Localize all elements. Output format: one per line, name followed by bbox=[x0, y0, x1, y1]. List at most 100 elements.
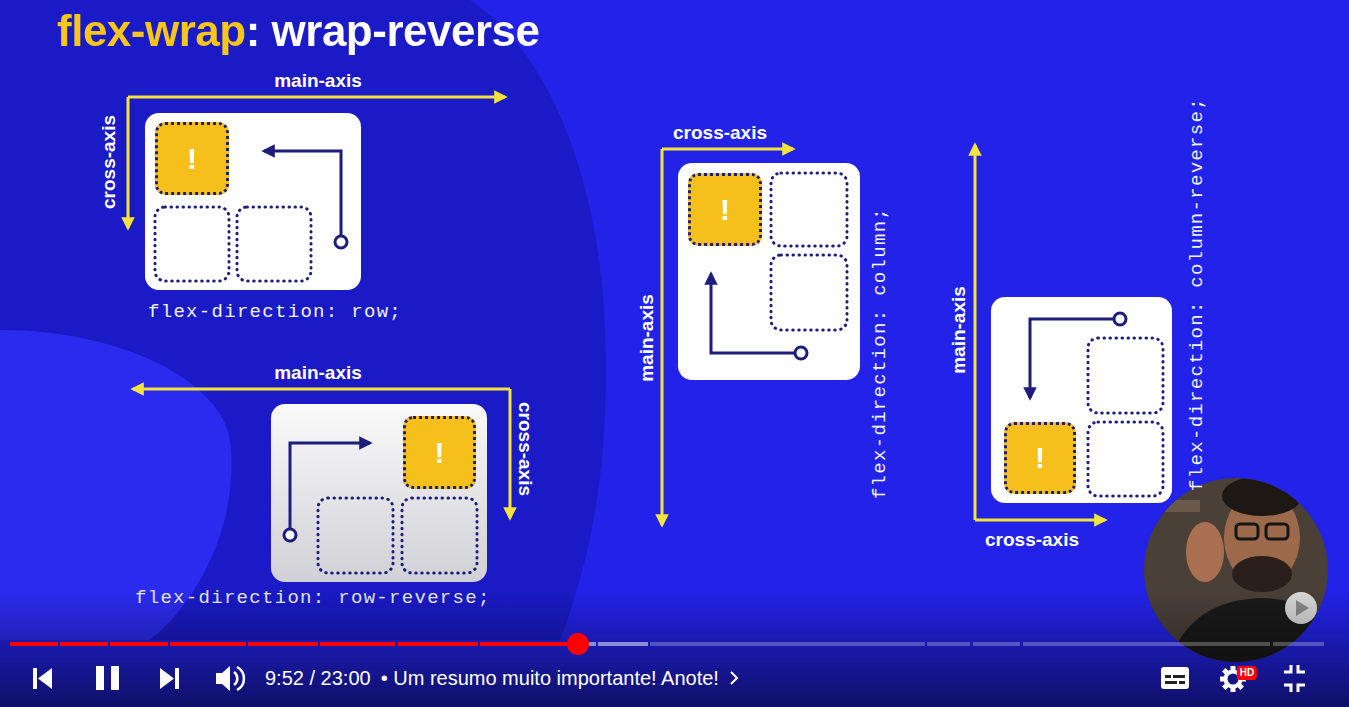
pause-icon bbox=[96, 666, 104, 690]
axis-label: cross-axis bbox=[673, 123, 767, 144]
progress-played bbox=[10, 642, 578, 646]
flex-item bbox=[771, 173, 847, 246]
highlighted-item: ! bbox=[688, 173, 762, 246]
webcam-beard bbox=[1232, 556, 1292, 592]
flex-item bbox=[318, 498, 393, 573]
code-caption: flex-direction: column-reverse; bbox=[1186, 97, 1209, 491]
axis-label: main-axis bbox=[274, 363, 362, 384]
flex-item bbox=[1088, 338, 1163, 413]
flex-container bbox=[991, 297, 1172, 503]
highlighted-item: ! bbox=[1004, 422, 1076, 494]
axis-arrow bbox=[128, 96, 505, 99]
flex-item bbox=[1088, 422, 1163, 496]
previous-icon bbox=[33, 668, 37, 689]
axis-label: cross-axis bbox=[985, 530, 1079, 551]
webcam-glasses bbox=[1266, 524, 1288, 539]
subtitles-icon bbox=[1165, 675, 1171, 678]
highlighted-item: ! bbox=[155, 122, 229, 195]
webcam-glasses bbox=[1236, 524, 1258, 539]
flex-container: flex-direction: row-reverse;! bbox=[271, 404, 487, 582]
axis-arrow bbox=[975, 519, 1105, 522]
progress-segment bbox=[398, 642, 478, 646]
pause-icon bbox=[111, 666, 119, 690]
progress-segment bbox=[1023, 642, 1270, 646]
volume-icon bbox=[237, 667, 244, 690]
progress-segment bbox=[1273, 642, 1324, 646]
flow-arrow bbox=[290, 443, 370, 529]
code-caption: flex-direction: column; bbox=[869, 207, 892, 499]
background-blob bbox=[0, 0, 606, 640]
fullscreen-exit-icon bbox=[1284, 665, 1305, 692]
flex-container: flex-direction: column;! bbox=[678, 163, 860, 380]
flex-container bbox=[678, 163, 860, 380]
progress-segment bbox=[248, 642, 318, 646]
axis-arrow bbox=[974, 145, 977, 520]
settings-icon bbox=[1222, 682, 1230, 690]
flex-container bbox=[271, 404, 487, 582]
item-mark: ! bbox=[720, 195, 730, 225]
progress-segment bbox=[60, 642, 108, 646]
flex-item bbox=[237, 207, 311, 281]
settings-icon bbox=[1222, 668, 1230, 676]
axis-label: main-axis bbox=[949, 286, 970, 374]
chapter-chevron bbox=[729, 670, 739, 686]
chapter-title: • Um resumo muito importante! Anote! bbox=[381, 667, 719, 690]
axis-arrow bbox=[127, 97, 130, 228]
progress-segment bbox=[170, 642, 246, 646]
flow-start bbox=[1114, 313, 1126, 325]
settings-icon bbox=[1220, 677, 1226, 682]
volume-icon bbox=[234, 672, 237, 685]
progress-segment bbox=[598, 642, 648, 646]
flow-arrow bbox=[264, 151, 341, 236]
item-mark: ! bbox=[435, 438, 445, 468]
progress-segment bbox=[973, 642, 1020, 646]
flex-container: flex-direction: column-reverse;! bbox=[991, 297, 1172, 503]
webcam-hand bbox=[1186, 522, 1224, 582]
progress-segment bbox=[110, 642, 168, 646]
axis-arrow bbox=[662, 148, 793, 151]
flow-arrow bbox=[1030, 319, 1114, 398]
code-caption: flex-direction: row-reverse; bbox=[135, 587, 491, 610]
progress-segment bbox=[650, 642, 925, 646]
axis-label: main-axis bbox=[637, 294, 658, 382]
flex-container: flex-direction: row;! bbox=[145, 113, 361, 290]
video-time: 9:52 / 23:00 bbox=[265, 667, 371, 690]
chapter-chevron bbox=[731, 672, 737, 684]
highlighted-item: ! bbox=[403, 416, 476, 489]
item-mark: ! bbox=[1035, 443, 1045, 473]
flow-start bbox=[284, 529, 296, 541]
flow-start bbox=[335, 236, 347, 248]
progress-segment bbox=[480, 642, 578, 646]
progress-segment bbox=[320, 642, 395, 646]
progress-handle bbox=[567, 633, 589, 655]
volume-icon bbox=[216, 666, 230, 691]
subtitles-icon bbox=[1165, 681, 1177, 684]
previous-icon bbox=[38, 668, 52, 689]
next-icon bbox=[160, 668, 174, 689]
flow-arrow bbox=[711, 274, 795, 353]
settings-icon bbox=[1231, 666, 1236, 672]
quality-badge: HD bbox=[1237, 666, 1257, 680]
flex-item bbox=[771, 255, 847, 330]
axis-arrow bbox=[509, 389, 512, 518]
subtitles-icon bbox=[1173, 675, 1185, 678]
progress-rest bbox=[650, 642, 1324, 646]
axis-arrow bbox=[133, 388, 510, 391]
flex-container bbox=[145, 113, 361, 290]
axis-label: main-axis bbox=[274, 71, 362, 92]
item-mark: ! bbox=[187, 144, 197, 174]
flow-start bbox=[795, 347, 807, 359]
webcam-shelf bbox=[1140, 500, 1200, 512]
settings-icon bbox=[1231, 686, 1236, 692]
flex-item bbox=[402, 498, 477, 573]
axis-label: cross-axis bbox=[99, 115, 120, 209]
webcam-hair bbox=[1222, 476, 1302, 516]
settings-icon bbox=[1236, 682, 1244, 690]
progress-segment bbox=[10, 642, 58, 646]
progress-segment bbox=[927, 642, 970, 646]
axis-label: cross-axis bbox=[515, 402, 536, 496]
next-icon bbox=[175, 668, 179, 689]
code-caption: flex-direction: row; bbox=[148, 301, 402, 324]
subtitles-icon bbox=[1161, 667, 1189, 689]
